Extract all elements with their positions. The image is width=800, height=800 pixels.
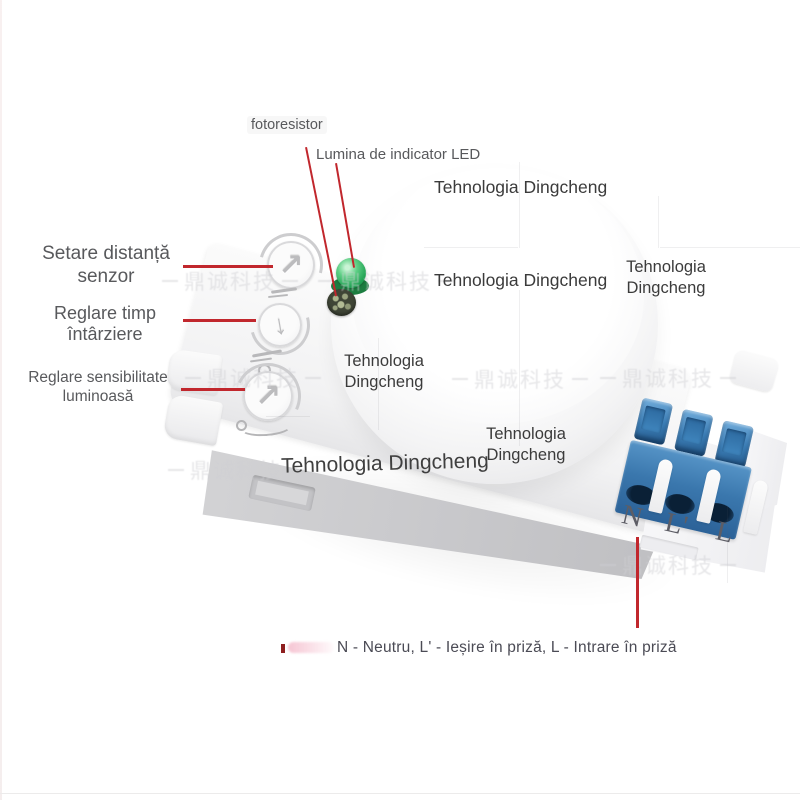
callout-line-led (335, 163, 356, 268)
photo-left-edge (0, 0, 2, 800)
watermark-dash (168, 469, 184, 471)
label-light-sensitivity: Reglare sensibilitate luminoasă (28, 369, 168, 405)
callout-line-neutral (636, 537, 639, 628)
wiring-note-tick (281, 644, 285, 653)
photo-bottom-edge (0, 793, 800, 794)
watermark-dash (288, 469, 304, 471)
chinese-watermark: 鼎诚科技 (168, 455, 304, 485)
callout-line-delay (183, 319, 256, 322)
label-led-indicator: Lumina de indicator LED (316, 146, 481, 163)
brand-watermark: Tehnologia Dingcheng (344, 352, 424, 391)
chinese-watermark: 鼎诚科技 (452, 364, 588, 394)
watermark-gridline (658, 196, 659, 248)
watermark-dash (572, 378, 588, 380)
microwave-dome-top (352, 168, 644, 424)
watermark-dash (162, 280, 178, 282)
dial-scale-ring (236, 420, 247, 431)
watermark-dash (318, 280, 334, 282)
callout-line-distance (183, 265, 273, 268)
terminal-clamp-l-out (673, 408, 714, 457)
watermark-gridline (519, 290, 520, 446)
watermark-dash (452, 378, 468, 380)
delay-dial: ↓ (258, 303, 302, 347)
watermark-dash (720, 564, 736, 566)
brand-watermark: Tehnologia Dingcheng (486, 425, 566, 464)
label-wiring-legend: N - Neutru, L' - Ieșire în priză, L - In… (337, 639, 677, 656)
mounting-tab-top-right (728, 348, 780, 394)
watermark-gridline (378, 338, 379, 430)
label-delay-adjustment: Reglare timp întârziere (53, 303, 157, 344)
wiring-note-smear (288, 642, 334, 653)
brand-watermark: Tehnologia Dingcheng (434, 177, 608, 197)
callout-line-sensitivity (181, 388, 245, 391)
label-fotoresistor: fotoresistor (247, 116, 327, 134)
photoresistor-component (327, 289, 356, 316)
delay-dial-arrow-icon: ↓ (270, 308, 290, 341)
watermark-gridline (266, 416, 310, 417)
chinese-watermark: 鼎诚科技 (162, 266, 298, 296)
lux-dial: ↗ (243, 371, 293, 421)
watermark-gridline (424, 247, 518, 248)
chinese-watermark: 鼎诚科技 (185, 363, 321, 393)
terminal-clamp-n (633, 397, 674, 446)
watermark-dash (600, 377, 616, 379)
label-distance-setting: Setare distanță senzor (42, 243, 170, 287)
watermark-gridline (519, 162, 520, 248)
brand-watermark: Tehnologia Dingcheng (626, 258, 706, 297)
watermark-dash (185, 377, 201, 379)
watermark-dash (282, 280, 298, 282)
watermark-dash (438, 280, 454, 282)
chinese-watermark: 鼎诚科技 (600, 550, 736, 580)
watermark-dash (720, 377, 736, 379)
brand-watermark: Tehnologia Dingcheng (434, 270, 608, 290)
chinese-watermark: 鼎诚科技 (600, 363, 736, 393)
chinese-watermark: 鼎诚科技 (318, 266, 454, 296)
watermark-dash (600, 564, 616, 566)
watermark-dash (305, 377, 321, 379)
watermark-gridline (727, 505, 728, 583)
led-indicator (336, 258, 366, 288)
watermark-gridline (660, 247, 800, 248)
